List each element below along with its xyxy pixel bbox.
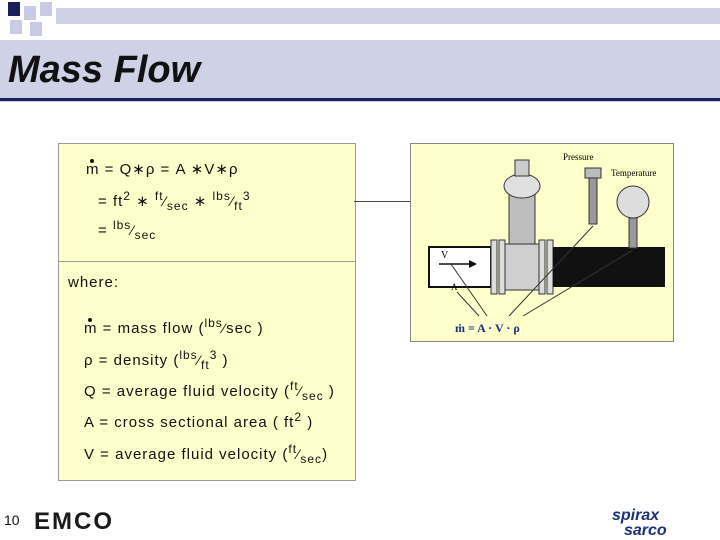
spirax-sarco-logo: spirax sarco: [612, 507, 667, 539]
velocity-arrowhead: [469, 260, 477, 268]
pipe-flange: [490, 239, 498, 295]
exponent: 2: [123, 189, 131, 203]
pressure-sensor: [588, 173, 598, 225]
formula-box: [58, 143, 356, 262]
fraction-numerator: lbs: [112, 218, 132, 232]
fraction-slash: ⁄: [297, 446, 301, 462]
pressure-label: Pressure: [563, 152, 594, 162]
pipe-flange: [538, 239, 546, 295]
pressure-sensor-head: [584, 167, 602, 179]
equals-sign: =: [98, 193, 113, 210]
definition-text: = mass flow (: [97, 320, 205, 337]
velocity-label: V: [441, 250, 449, 261]
pipe-outlet: [553, 247, 665, 287]
formula-line-3: = lbs⁄sec: [98, 218, 157, 242]
transmitter-cap: [514, 159, 530, 177]
slide-title: Mass Flow: [8, 49, 201, 91]
decor-square: [24, 6, 36, 20]
exponent: 3: [242, 189, 251, 203]
title-band: [0, 40, 720, 102]
fraction-denominator: sec: [134, 228, 157, 242]
fraction-slash: ⁄: [131, 222, 135, 238]
fraction-denominator: sec: [226, 320, 253, 337]
temperature-probe: [628, 217, 638, 249]
definition-text: = average fluid velocity (: [96, 383, 291, 400]
area-label: A: [451, 282, 458, 292]
flowmeter-diagram: Pressure Temperature V A ṁ = A · V · ρ: [410, 143, 674, 342]
transmitter-housing: [503, 173, 541, 199]
temperature-label: Temperature: [611, 168, 656, 178]
fraction-denominator: ft: [201, 358, 210, 372]
unit-ft: ft: [112, 193, 124, 210]
formula-line-1: m = Q∗ρ = A ∗V∗ρ: [86, 159, 239, 178]
definition-text: = average fluid velocity (: [95, 446, 289, 463]
where-label: where:: [68, 274, 120, 291]
pipe-inlet: [428, 246, 492, 288]
close-paren: ): [217, 352, 229, 369]
pointer-line: [450, 263, 488, 317]
meter-stem: [508, 193, 536, 245]
definition-text: = cross sectional area ( ft: [94, 414, 295, 431]
definition-item: A = cross sectional area ( ft2 ): [84, 410, 314, 431]
definition-symbol: A: [84, 414, 95, 431]
close-paren: ): [323, 383, 335, 400]
decor-square: [8, 2, 20, 16]
decor-square: [40, 2, 52, 16]
fraction-numerator: lbs: [179, 348, 198, 362]
page-number: 10: [4, 512, 20, 528]
fraction-numerator: lbs: [204, 316, 223, 330]
emco-logo: EMCO: [34, 508, 114, 535]
logo-text: sarco: [624, 522, 667, 539]
flowmeter-illustration: Pressure Temperature V A ṁ = A · V · ρ: [428, 152, 665, 335]
decor-square: [30, 22, 42, 36]
logo-text: spirax: [612, 507, 660, 524]
fraction-slash: ⁄: [230, 193, 235, 209]
fraction-denominator: sec: [166, 199, 189, 213]
fraction-denominator: ft: [234, 199, 243, 213]
definition-item: V = average fluid velocity (ft⁄sec): [84, 442, 329, 466]
definition-symbol: Q: [84, 383, 97, 400]
fraction-slash: ⁄: [197, 352, 202, 368]
fraction-slash: ⁄: [163, 193, 167, 209]
fraction-slash: ⁄: [298, 383, 303, 399]
connector-line: [354, 201, 410, 202]
formula-line-2: = ft2 ∗ ft⁄sec ∗ lbs⁄ft3: [98, 189, 251, 213]
definitions-box: [58, 262, 356, 481]
equals-sign: =: [98, 222, 113, 239]
pipe-flange: [498, 239, 506, 295]
fraction-numerator: ft: [154, 189, 164, 203]
pointer-line: [522, 249, 634, 317]
fraction-numerator: lbs: [212, 189, 231, 203]
close-paren: ): [322, 446, 329, 463]
definition-item: m = mass flow (lbs⁄sec ): [84, 316, 264, 337]
definition-text: = density (: [93, 352, 180, 369]
m-dot-symbol: m: [84, 318, 98, 337]
decor-square: [10, 20, 22, 34]
fraction-numerator: ft: [290, 379, 299, 393]
multiply-sign: ∗: [130, 193, 155, 210]
pointer-line: [456, 291, 480, 317]
definition-symbol: ρ: [84, 352, 94, 369]
close-paren: ): [302, 414, 314, 431]
pipe-flange: [546, 239, 554, 295]
definition-item: Q = average fluid velocity (ft⁄sec ): [84, 379, 335, 403]
header-bar: [56, 8, 720, 24]
definition-symbol: V: [84, 446, 96, 463]
close-paren: ): [252, 320, 264, 337]
fraction-slash: ⁄: [222, 320, 227, 336]
multiply-sign: ∗: [188, 193, 213, 210]
exponent: 2: [294, 410, 303, 424]
exponent: 3: [209, 348, 218, 362]
definition-item: ρ = density (lbs⁄ft3 ): [84, 348, 229, 372]
m-dot-symbol: m: [86, 159, 100, 178]
pointer-line: [508, 225, 594, 317]
formula-line-1-text: = Q∗ρ = A ∗V∗ρ: [99, 161, 239, 178]
title-underline: [0, 98, 720, 101]
fraction-numerator: ft: [288, 442, 298, 456]
fraction-denominator: sec: [300, 452, 323, 466]
meter-body: [504, 243, 540, 291]
temperature-sensor: [616, 185, 650, 219]
fraction-denominator: sec: [302, 389, 324, 403]
diagram-equation: ṁ = A · V · ρ: [455, 321, 520, 335]
